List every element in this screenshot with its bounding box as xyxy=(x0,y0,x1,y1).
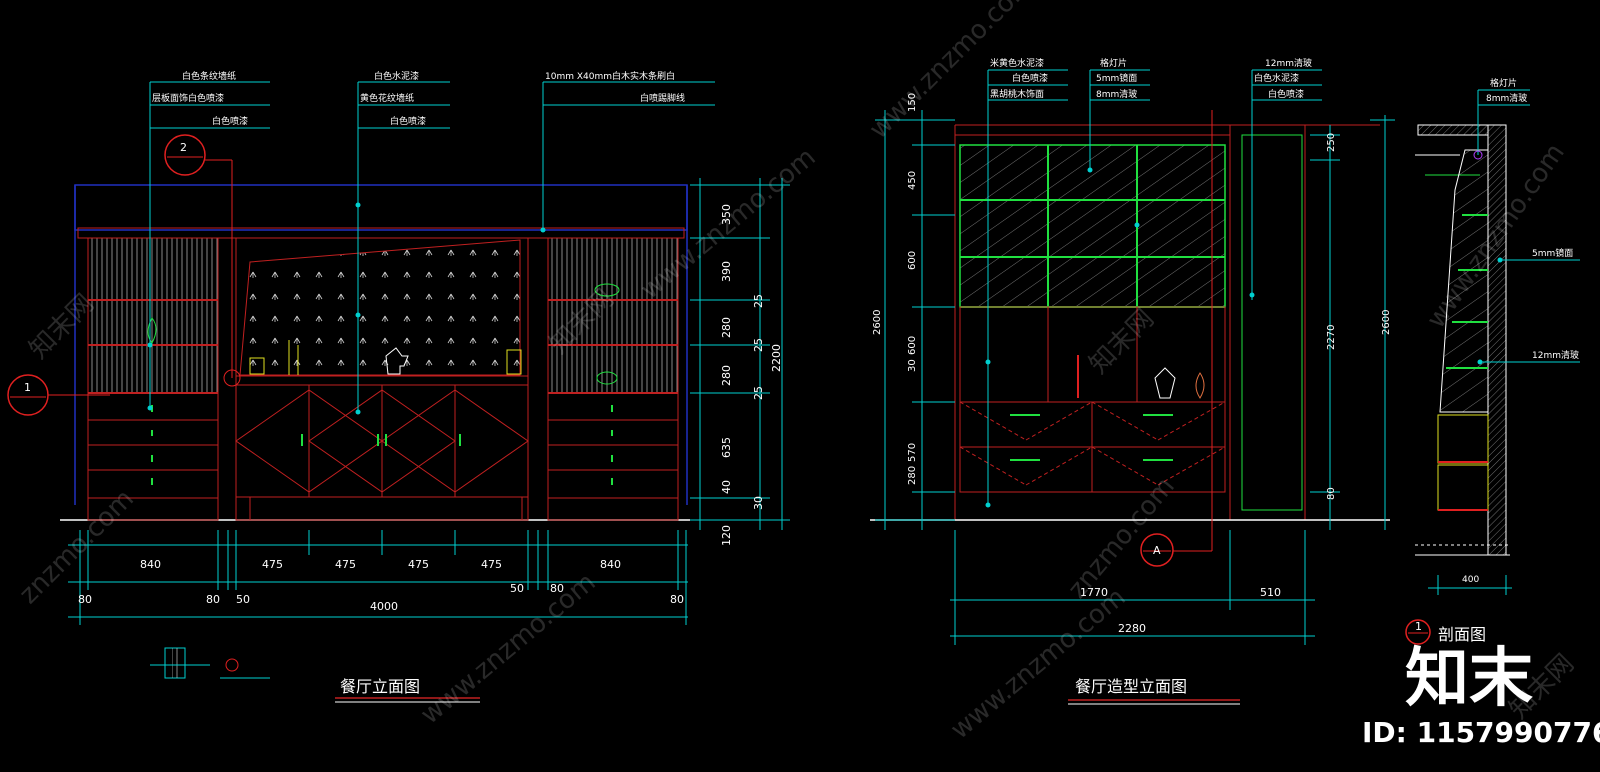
note-right-3: 5mm镜面 xyxy=(1532,247,1573,259)
note-left-7: 10mm X40mm白木实木条刷白 xyxy=(545,70,675,82)
watermark-10: 知末网 xyxy=(1084,304,1160,380)
dim-v25c: 25 xyxy=(752,386,765,400)
note-mid-6: 8mm清玻 xyxy=(1096,88,1137,100)
dim-v635: 635 xyxy=(720,437,733,458)
dim-m2270: 2270 xyxy=(1326,325,1337,350)
dim-v25a: 25 xyxy=(752,294,765,308)
left-elevation xyxy=(7,81,790,703)
dim-v390: 390 xyxy=(720,261,733,282)
dim-m280: 280 xyxy=(907,466,918,485)
center-panel xyxy=(235,237,529,521)
note-mid-9: 白色喷漆 xyxy=(1268,88,1304,100)
note-mid-8: 白色水泥漆 xyxy=(1254,72,1299,84)
marker-1: 1 xyxy=(24,381,31,394)
marker-2: 2 xyxy=(180,141,187,154)
dim-475d: 475 xyxy=(481,558,502,571)
dim-m600a: 600 xyxy=(907,251,918,270)
dim-475c: 475 xyxy=(408,558,429,571)
dim-m1770: 1770 xyxy=(1080,586,1108,599)
dim-m450: 450 xyxy=(907,171,918,190)
watermark-6: www.znzmo.com xyxy=(864,0,1039,145)
dim-80c: 80 xyxy=(550,582,564,595)
dim-50b: 50 xyxy=(510,582,524,595)
dim-v40: 40 xyxy=(720,480,733,494)
watermark-1: znzmo.com xyxy=(14,484,140,610)
note-mid-3: 黑胡桃木饰面 xyxy=(990,88,1044,100)
note-right-2: 8mm清玻 xyxy=(1486,92,1527,104)
note-mid-4: 格灯片 xyxy=(1100,57,1127,69)
dim-v30: 30 xyxy=(752,496,765,510)
section-detail xyxy=(1405,89,1580,645)
dim-v280a: 280 xyxy=(720,317,733,338)
left-shelf-unit xyxy=(87,237,219,521)
dim-80a: 80 xyxy=(78,593,92,606)
dim-v280b: 280 xyxy=(720,365,733,386)
marker-1b: 1 xyxy=(1415,620,1422,633)
dim-475a: 475 xyxy=(262,558,283,571)
watermark-2: www.znzmo.com xyxy=(415,567,601,730)
title-right: 剖面图 xyxy=(1438,625,1486,644)
dim-m600b: 600 xyxy=(907,336,918,355)
note-left-2: 层板面饰白色喷漆 xyxy=(152,92,224,104)
note-right-4: 12mm清玻 xyxy=(1532,349,1579,361)
dim-m250: 250 xyxy=(1326,133,1337,152)
right-shelf-unit xyxy=(547,237,679,521)
dim-r400: 400 xyxy=(1462,575,1479,585)
title-mid: 餐厅造型立面图 xyxy=(1075,677,1187,696)
dim-4000: 4000 xyxy=(370,600,398,613)
note-left-4: 白色水泥漆 xyxy=(374,70,419,82)
dim-80d: 80 xyxy=(670,593,684,606)
note-left-1: 白色条纹墙纸 xyxy=(182,70,236,82)
dim-475b: 475 xyxy=(335,558,356,571)
note-mid-5: 5mm镜面 xyxy=(1096,72,1137,84)
note-mid-7: 12mm清玻 xyxy=(1265,57,1312,69)
dim-m150: 150 xyxy=(907,93,918,112)
note-left-6: 白色喷漆 xyxy=(390,115,426,127)
note-left-8: 白喷踢脚线 xyxy=(640,92,685,104)
brand-id: ID: 1157990776 xyxy=(1362,716,1600,749)
note-left-5: 黄色花纹墙纸 xyxy=(360,92,414,104)
dim-840a: 840 xyxy=(140,558,161,571)
dim-m570: 570 xyxy=(907,443,918,462)
dim-m510: 510 xyxy=(1260,586,1281,599)
dim-80b: 80 xyxy=(206,593,220,606)
dim-m2600a: 2600 xyxy=(872,310,883,335)
note-mid-2: 白色喷漆 xyxy=(1012,72,1048,84)
dim-m2600b: 2600 xyxy=(1381,310,1392,335)
dim-m80: 80 xyxy=(1326,487,1337,500)
middle-elevation xyxy=(870,69,1395,705)
dim-v2200: 2200 xyxy=(770,344,783,372)
dim-v350: 350 xyxy=(720,204,733,225)
watermark-5: www.znzmo.com xyxy=(945,582,1131,745)
note-left-3: 白色喷漆 xyxy=(212,115,248,127)
note-right-1: 格灯片 xyxy=(1490,77,1517,89)
dim-v25b: 25 xyxy=(752,338,765,352)
dim-m2280: 2280 xyxy=(1118,622,1146,635)
dim-m30: 30 xyxy=(907,359,918,372)
marker-a: A xyxy=(1153,544,1161,557)
brand-logo: 知末 xyxy=(1405,642,1533,716)
title-left: 餐厅立面图 xyxy=(340,677,420,696)
dim-840b: 840 xyxy=(600,558,621,571)
dim-v120: 120 xyxy=(720,525,733,546)
dim-50a: 50 xyxy=(236,593,250,606)
note-mid-1: 米黄色水泥漆 xyxy=(990,57,1044,69)
